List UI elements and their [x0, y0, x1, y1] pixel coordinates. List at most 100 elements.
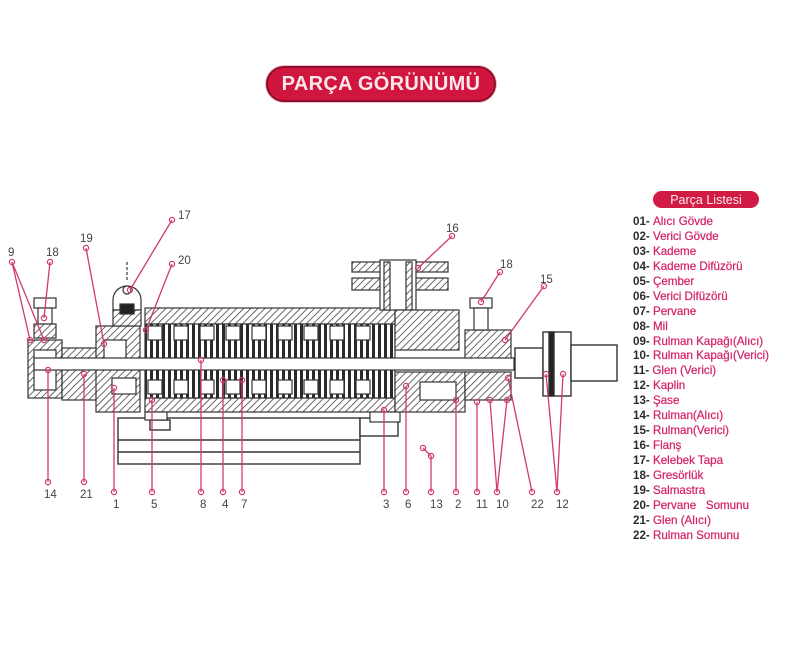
callout-leader	[422, 447, 432, 457]
parts-list-item: 09- Rulman Kapağı(Alıcı)	[633, 334, 769, 350]
callout-leader	[504, 285, 545, 341]
callout-marker	[46, 258, 54, 266]
callout-number: 10	[496, 499, 509, 511]
callout-number: 18	[500, 259, 513, 271]
callout-marker	[448, 232, 456, 240]
part-name: Pervane	[652, 304, 697, 318]
parts-list-item: 01- Alıcı Gövde	[633, 215, 769, 230]
callout-marker	[427, 488, 435, 496]
callout-marker	[82, 244, 90, 252]
callout-marker	[504, 374, 512, 382]
callout-number: 7	[241, 499, 247, 511]
callout-number: 4	[222, 499, 229, 511]
callout-leader	[85, 247, 105, 345]
part-name: Rulman Kapağı(Alıcı)	[652, 334, 764, 348]
callout-marker	[126, 286, 134, 294]
callout-marker	[419, 444, 427, 452]
discharge-casing	[351, 259, 466, 413]
callout-leader	[496, 399, 508, 493]
parts-list-title: Parça Listesi	[653, 191, 759, 208]
parts-list-item: 21- Glen (Alıcı)	[633, 514, 769, 529]
callout-number: 11	[476, 499, 488, 511]
callout-leader	[145, 263, 173, 331]
part-name: Pervane Somunu	[652, 498, 750, 512]
part-number: 20-	[633, 498, 653, 512]
parts-list-item: 14- Rulman(Alıcı)	[633, 409, 769, 424]
callout-marker	[402, 488, 410, 496]
callout-marker	[486, 396, 494, 404]
page-title: PARÇA GÖRÜNÜMÜ	[266, 66, 496, 102]
callout-marker	[197, 488, 205, 496]
callout-marker	[503, 396, 511, 404]
shaft	[33, 357, 515, 371]
part-number: 05-	[633, 274, 653, 288]
part-name: Kelebek Tapa	[652, 454, 724, 467]
part-number: 03-	[633, 244, 653, 258]
callout-number: 16	[446, 223, 459, 235]
callout-marker	[238, 376, 246, 384]
parts-list-item: 03- Kademe	[633, 245, 769, 260]
callout-marker	[197, 356, 205, 364]
callout-number: 5	[151, 499, 157, 511]
part-number: 14-	[633, 409, 653, 423]
right-bearing-housing	[464, 297, 512, 401]
part-name: Çember	[652, 274, 695, 288]
callout-marker	[452, 396, 460, 404]
callout-number: 2	[455, 499, 461, 511]
part-number: 11-	[633, 364, 653, 378]
callout-marker	[80, 370, 88, 378]
parts-list-item: 12- Kaplin	[633, 379, 769, 394]
callout-leader	[489, 399, 498, 493]
part-number: 21-	[633, 513, 653, 527]
callout-leader	[11, 261, 45, 341]
parts-list-item: 04- Kademe Difüzörü	[633, 260, 769, 275]
part-name: Glen (Verici)	[652, 364, 717, 378]
parts-list-item: 22- Rulman Somunu	[633, 529, 769, 544]
callout-leader	[11, 261, 31, 341]
part-name: Kademe Difüzörü	[652, 259, 743, 273]
callout-number: 19	[80, 233, 93, 245]
part-number: 01-	[633, 215, 653, 228]
callout-marker	[8, 258, 16, 266]
callout-marker	[168, 260, 176, 268]
part-number: 18-	[633, 468, 653, 482]
part-number: 04-	[633, 259, 653, 273]
callout-leader	[545, 373, 558, 493]
callout-marker	[473, 488, 481, 496]
callout-number: 6	[405, 499, 411, 511]
callout-marker	[26, 336, 34, 344]
callout-marker	[148, 396, 156, 404]
callout-marker	[540, 282, 548, 290]
part-name: Flanş	[652, 439, 682, 453]
callout-marker	[219, 376, 227, 384]
coupling	[514, 331, 618, 397]
callout-number: 3	[383, 499, 389, 511]
part-name: Rulman Somunu	[652, 528, 740, 542]
part-number: 06-	[633, 289, 653, 303]
parts-list-item: 10- Rulman Kapağı(Verici)	[633, 349, 769, 364]
stage-stack	[144, 307, 401, 423]
callout-marker	[477, 298, 485, 306]
part-name: Rulman(Verici)	[652, 424, 730, 438]
callout-marker	[80, 478, 88, 486]
parts-list-item: 15- Rulman(Verici)	[633, 424, 769, 439]
callout-number: 9	[8, 247, 14, 259]
callout-number: 14	[44, 489, 57, 501]
part-number: 15-	[633, 424, 653, 438]
callout-marker	[553, 488, 561, 496]
part-name: Verici Difüzörü	[652, 289, 728, 303]
part-name: Alıcı Gövde	[652, 215, 713, 228]
part-name: Mil	[652, 319, 668, 333]
part-number: 13-	[633, 394, 653, 408]
callout-marker	[452, 488, 460, 496]
callout-marker	[559, 370, 567, 378]
part-number: 19-	[633, 483, 653, 497]
callout-leader	[43, 261, 51, 319]
parts-list-item: 02- Verici Gövde	[633, 230, 769, 245]
callout-marker	[427, 452, 435, 460]
part-number: 12-	[633, 379, 653, 393]
part-number: 16-	[633, 439, 653, 453]
part-name: Salmastra	[652, 483, 706, 497]
callout-marker	[402, 382, 410, 390]
